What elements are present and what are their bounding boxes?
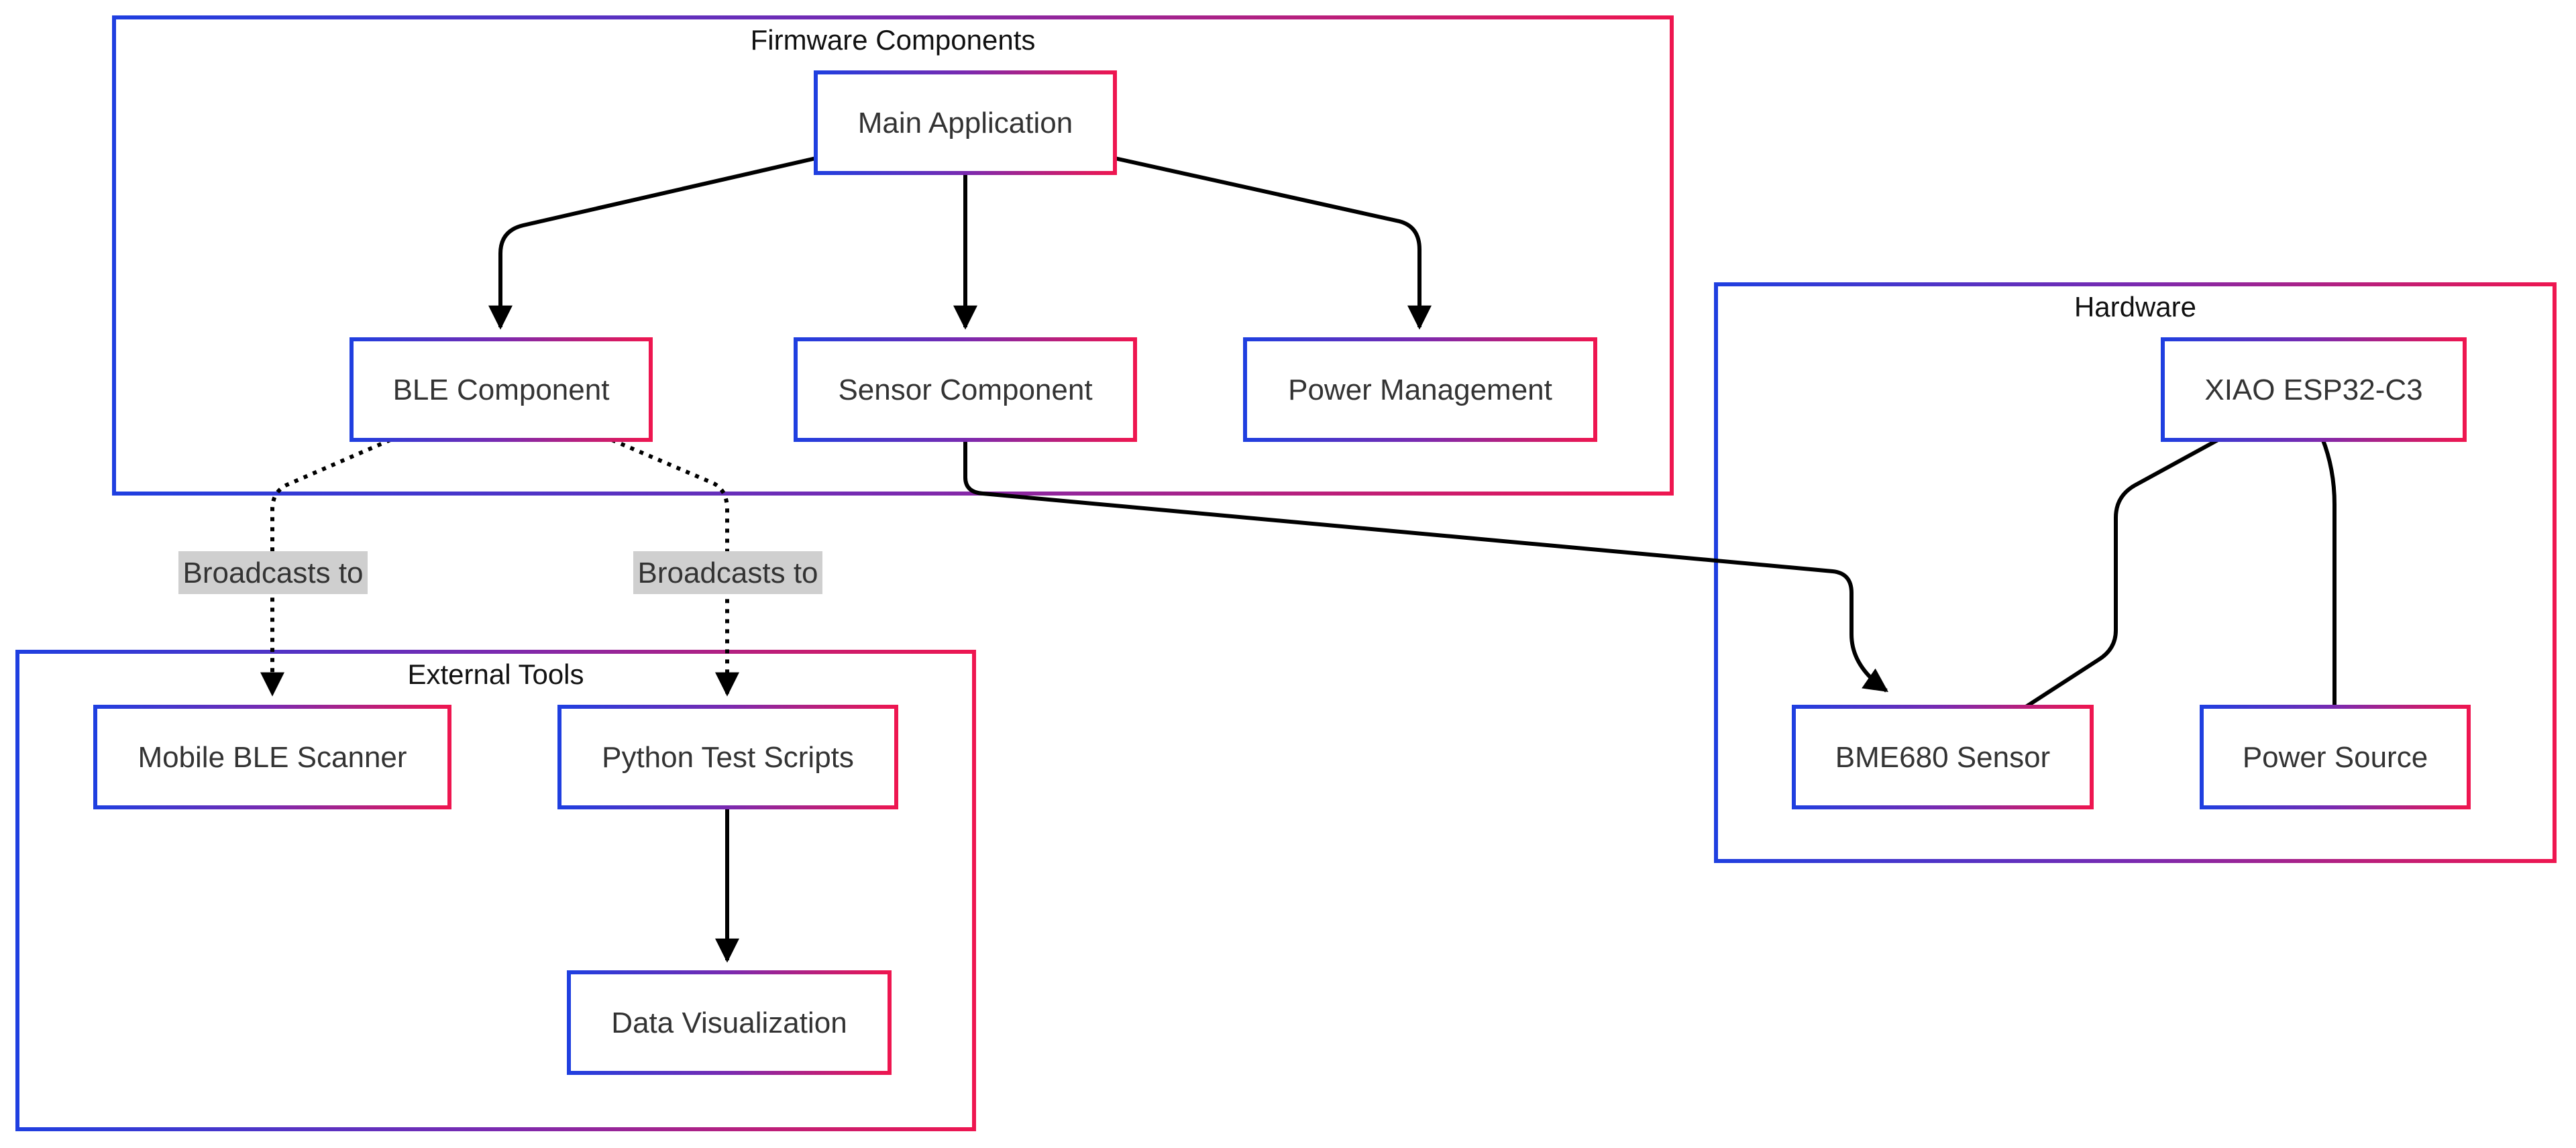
- node-xiao-esp32c3[interactable]: XIAO ESP32-C3: [2161, 337, 2467, 442]
- node-main-application-label: Main Application: [858, 107, 1073, 139]
- node-power-management-box[interactable]: [1243, 337, 1597, 442]
- edge-ble-to-python: [610, 438, 739, 697]
- edge-label-python-text: Broadcasts to: [637, 557, 818, 589]
- node-sensor-component-box[interactable]: [794, 337, 1137, 442]
- cluster-external-border: [15, 650, 976, 1131]
- node-sensor-component[interactable]: Sensor Component: [794, 337, 1137, 442]
- node-ble-component-label: BLE Component: [393, 374, 610, 406]
- edge-ble-to-scanner: [260, 438, 392, 697]
- node-xiao-esp32c3-box[interactable]: [2161, 337, 2467, 442]
- cluster-firmware-border: [112, 15, 1674, 496]
- edge-label-python-bg: [633, 551, 822, 594]
- cluster-firmware-title: Firmware Components: [751, 24, 1036, 56]
- edge-label-python: Broadcasts to: [633, 551, 822, 594]
- node-main-application[interactable]: Main Application: [814, 70, 1117, 175]
- edge-label-scanner-text: Broadcasts to: [182, 557, 363, 589]
- edge-xiao-to-power-source: [2320, 437, 2337, 707]
- edge-xiao-to-bme680: [2025, 437, 2222, 709]
- node-power-source-label: Power Source: [2243, 741, 2428, 774]
- cluster-hardware: Hardware: [1714, 282, 2557, 863]
- node-power-management[interactable]: Power Management: [1243, 337, 1597, 442]
- node-power-management-label: Power Management: [1288, 374, 1552, 406]
- cluster-firmware-components: Firmware Components: [112, 15, 1674, 496]
- cluster-external-title: External Tools: [407, 658, 584, 690]
- edge-sensor-to-bme680: [963, 439, 1888, 693]
- node-ble-component[interactable]: BLE Component: [350, 337, 653, 442]
- node-power-source-box[interactable]: [2200, 705, 2471, 809]
- edge-main-to-ble: [488, 156, 816, 330]
- cluster-hardware-border: [1714, 282, 2557, 863]
- node-python-test-scripts-box[interactable]: [557, 705, 898, 809]
- node-bme680-sensor-box[interactable]: [1792, 705, 2094, 809]
- node-data-visualization-box[interactable]: [567, 970, 892, 1075]
- node-mobile-ble-scanner-label: Mobile BLE Scanner: [138, 741, 407, 774]
- node-data-visualization-label: Data Visualization: [611, 1007, 847, 1039]
- node-main-application-box[interactable]: [814, 70, 1117, 175]
- cluster-hardware-title: Hardware: [2074, 291, 2196, 323]
- node-ble-component-box[interactable]: [350, 337, 653, 442]
- cluster-external-tools: External Tools: [15, 650, 976, 1131]
- node-bme680-sensor[interactable]: BME680 Sensor: [1792, 705, 2094, 809]
- node-sensor-component-label: Sensor Component: [838, 374, 1092, 406]
- node-data-visualization[interactable]: Data Visualization: [567, 970, 892, 1075]
- node-python-test-scripts-label: Python Test Scripts: [602, 741, 854, 774]
- edge-main-to-power: [1114, 156, 1432, 330]
- node-mobile-ble-scanner[interactable]: Mobile BLE Scanner: [93, 705, 451, 809]
- edge-label-scanner-bg: [178, 551, 368, 594]
- node-bme680-sensor-label: BME680 Sensor: [1835, 741, 2050, 774]
- node-mobile-ble-scanner-box[interactable]: [93, 705, 451, 809]
- edge-label-scanner: Broadcasts to: [178, 551, 368, 594]
- node-power-source[interactable]: Power Source: [2200, 705, 2471, 809]
- node-python-test-scripts[interactable]: Python Test Scripts: [557, 705, 898, 809]
- node-xiao-esp32c3-label: XIAO ESP32-C3: [2204, 374, 2422, 406]
